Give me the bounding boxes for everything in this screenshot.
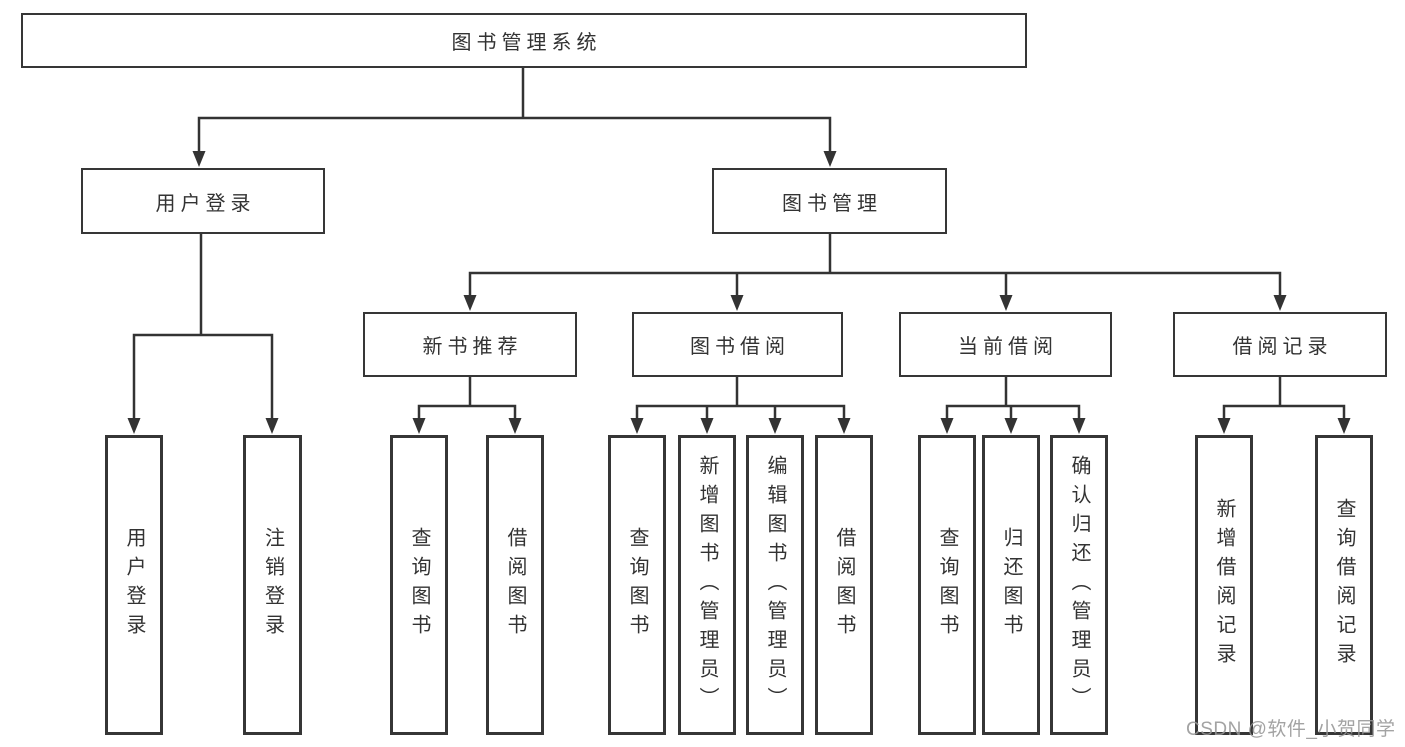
arrowheads	[127, 151, 1351, 434]
leaf-borrow-books: 借阅图书	[815, 435, 873, 735]
leaf-add-borrow-record: 新增借阅记录	[1195, 435, 1253, 735]
leaf-return-books: 归还图书	[982, 435, 1040, 735]
leaf-borrow-books-recommend: 借阅图书	[486, 435, 544, 735]
leaf-query-borrow-record: 查询借阅记录	[1315, 435, 1373, 735]
elbow-connectors	[132, 66, 1346, 419]
leaf-query-books-borrow: 查询图书	[608, 435, 666, 735]
leaf-user-login: 用户登录	[105, 435, 163, 735]
leaf-query-books-current: 查询图书	[918, 435, 976, 735]
leaf-confirm-return-admin: 确认归还（管理员）	[1050, 435, 1108, 735]
leaf-logout: 注销登录	[243, 435, 302, 735]
node-current-borrow: 当前借阅	[899, 312, 1112, 377]
node-borrow-records: 借阅记录	[1173, 312, 1387, 377]
leaf-query-books-recommend: 查询图书	[390, 435, 448, 735]
leaf-add-books-admin: 新增图书（管理员）	[678, 435, 736, 735]
node-new-book-recommend: 新书推荐	[363, 312, 577, 377]
node-user-login: 用户登录	[81, 168, 325, 234]
leaf-edit-books-admin: 编辑图书（管理员）	[746, 435, 804, 735]
node-book-management: 图书管理	[712, 168, 947, 234]
watermark: CSDN @软件_小贺同学	[1186, 719, 1396, 740]
node-root: 图书管理系统	[21, 13, 1027, 68]
node-book-borrow: 图书借阅	[632, 312, 843, 377]
